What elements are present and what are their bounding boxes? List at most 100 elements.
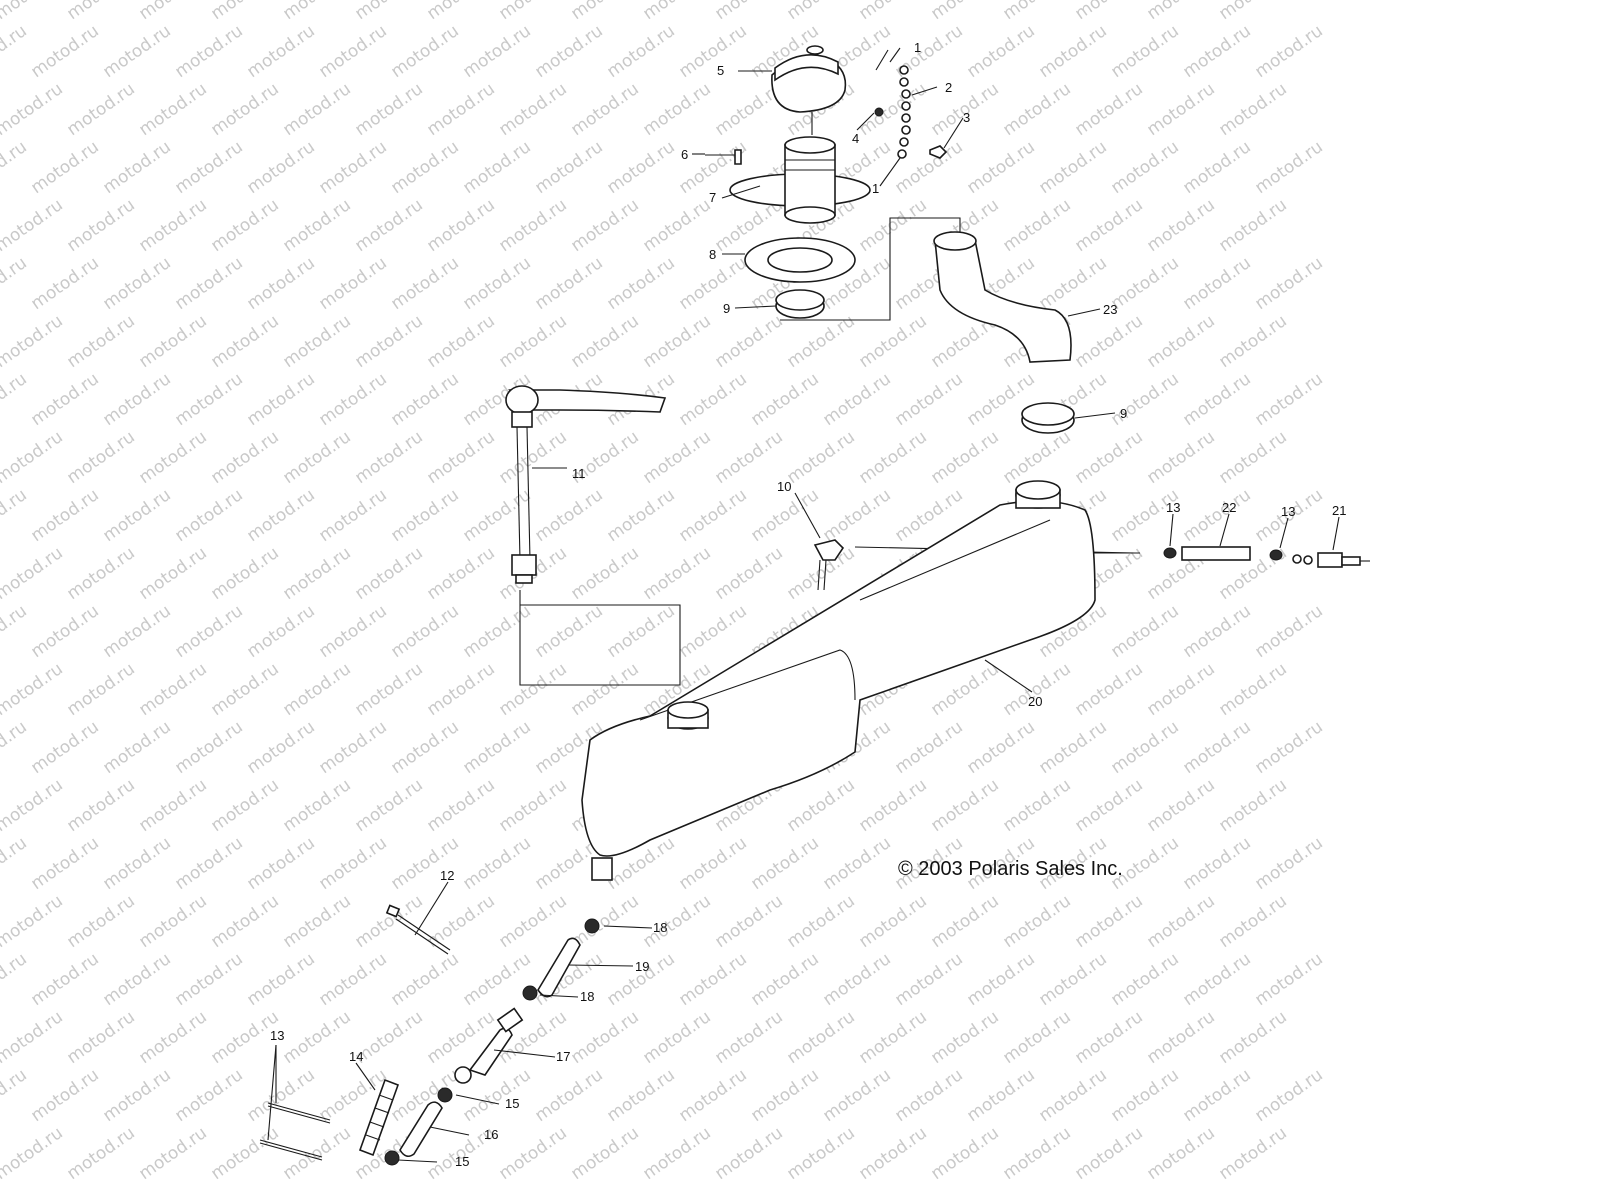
watermark-text: motod.ru [315, 369, 390, 430]
hose-clamps [259, 1102, 331, 1161]
watermark-text: motod.ru [603, 485, 678, 546]
watermark-text: motod.ru [1179, 253, 1254, 314]
callout-6: 6 [681, 147, 688, 162]
watermark-text: motod.ru [387, 949, 462, 1010]
watermark-text: motod.ru [567, 0, 642, 24]
watermark-text: motod.ru [423, 891, 498, 952]
watermark-text: motod.ru [171, 1065, 246, 1126]
watermark-text: motod.ru [0, 1123, 67, 1184]
callout-17: 17 [556, 1049, 570, 1064]
watermark-text: motod.ru [711, 0, 786, 24]
watermark-text: motod.ru [279, 427, 354, 488]
watermark-text: motod.ru [171, 137, 246, 198]
watermark-text: motod.ru [1215, 1123, 1290, 1184]
watermark-text: motod.ru [675, 1065, 750, 1126]
watermark-text: motod.ru [711, 427, 786, 488]
watermark-text: motod.ru [27, 137, 102, 198]
watermark-text: motod.ru [783, 891, 858, 952]
watermark-text: motod.ru [855, 1123, 930, 1184]
callout-18-upper: 18 [653, 920, 667, 935]
watermark-text: motod.ru [999, 1123, 1074, 1184]
watermark-text: motod.ru [135, 311, 210, 372]
watermark-text: motod.ru [27, 833, 102, 894]
watermark-text: motod.ru [63, 543, 138, 604]
watermark-text: motod.ru [243, 717, 318, 778]
watermark-text: motod.ru [1179, 1065, 1254, 1126]
watermark-text: motod.ru [351, 311, 426, 372]
watermark-text: motod.ru [279, 1007, 354, 1068]
callout-11: 11 [572, 466, 586, 481]
watermark-text: motod.ru [639, 1123, 714, 1184]
watermark-text: motod.ru [279, 311, 354, 372]
watermark-text: motod.ru [675, 21, 750, 82]
spring [358, 1078, 400, 1157]
watermark-text: motod.ru [1143, 1007, 1218, 1068]
watermark-text: motod.ru [243, 253, 318, 314]
watermark-text: motod.ru [135, 0, 210, 24]
watermark-text: motod.ru [1071, 427, 1146, 488]
watermark-text: motod.ru [279, 891, 354, 952]
watermark-text: motod.ru [675, 253, 750, 314]
watermark-text: motod.ru [639, 427, 714, 488]
watermark-text: motod.ru [495, 79, 570, 140]
watermark-text: motod.ru [1143, 1123, 1218, 1184]
watermark-text: motod.ru [351, 891, 426, 952]
watermark-text: motod.ru [1179, 369, 1254, 430]
watermark-text: motod.ru [279, 543, 354, 604]
watermark-text: motod.ru [963, 137, 1038, 198]
watermark-text: motod.ru [1035, 949, 1110, 1010]
watermark-text: motod.ru [1251, 369, 1326, 430]
watermark-text: motod.ru [63, 0, 138, 24]
watermark-text: motod.ru [1179, 833, 1254, 894]
level-sender [505, 385, 667, 584]
watermark-text: motod.ru [1035, 1065, 1110, 1126]
drain-assembly [384, 918, 600, 1166]
watermark-text: motod.ru [135, 659, 210, 720]
watermark-text: motod.ru [0, 485, 31, 546]
watermark-text: motod.ru [99, 369, 174, 430]
watermark-text: motod.ru [171, 21, 246, 82]
callout-9-lower: 9 [1120, 406, 1127, 421]
watermark-text: motod.ru [819, 369, 894, 430]
watermark-text: motod.ru [387, 21, 462, 82]
watermark-text: motod.ru [1071, 1007, 1146, 1068]
watermark-text: motod.ru [495, 311, 570, 372]
watermark-text: motod.ru [243, 369, 318, 430]
watermark-text: motod.ru [1143, 775, 1218, 836]
watermark-text: motod.ru [999, 659, 1074, 720]
watermark-text: motod.ru [171, 253, 246, 314]
watermark-text: motod.ru [171, 601, 246, 662]
watermark-text: motod.ru [423, 427, 498, 488]
watermark-text: motod.ru [855, 1007, 930, 1068]
watermark-text: motod.ru [1071, 311, 1146, 372]
watermark-text: motod.ru [999, 79, 1074, 140]
callout-5: 5 [717, 63, 724, 78]
watermark-text: motod.ru [999, 0, 1074, 24]
watermark-text: motod.ru [567, 659, 642, 720]
watermark-text: motod.ru [99, 253, 174, 314]
watermark-text: motod.ru [891, 717, 966, 778]
watermark-text: motod.ru [27, 253, 102, 314]
watermark-text: motod.ru [1215, 1007, 1290, 1068]
watermark-text: motod.ru [495, 775, 570, 836]
watermark-text: motod.ru [495, 891, 570, 952]
watermark-text: motod.ru [567, 543, 642, 604]
watermark-text: motod.ru [531, 1065, 606, 1126]
watermark-text: motod.ru [315, 485, 390, 546]
watermark-text: motod.ru [207, 79, 282, 140]
watermark-text: motod.ru [1143, 195, 1218, 256]
watermark-text: motod.ru [315, 253, 390, 314]
watermark-text: motod.ru [63, 659, 138, 720]
watermark-text: motod.ru [387, 253, 462, 314]
cap-chain [874, 49, 948, 159]
watermark-text: motod.ru [1071, 195, 1146, 256]
watermark-text: motod.ru [63, 195, 138, 256]
callout-22: 22 [1222, 500, 1236, 515]
watermark-text: motod.ru [27, 601, 102, 662]
watermark-text: motod.ru [1035, 21, 1110, 82]
watermark-text: motod.ru [1251, 21, 1326, 82]
callout-2: 2 [945, 80, 952, 95]
callout-1-lower: 1 [872, 181, 879, 196]
copyright-notice: © 2003 Polaris Sales Inc. [898, 858, 1123, 880]
watermark-text: motod.ru [459, 717, 534, 778]
